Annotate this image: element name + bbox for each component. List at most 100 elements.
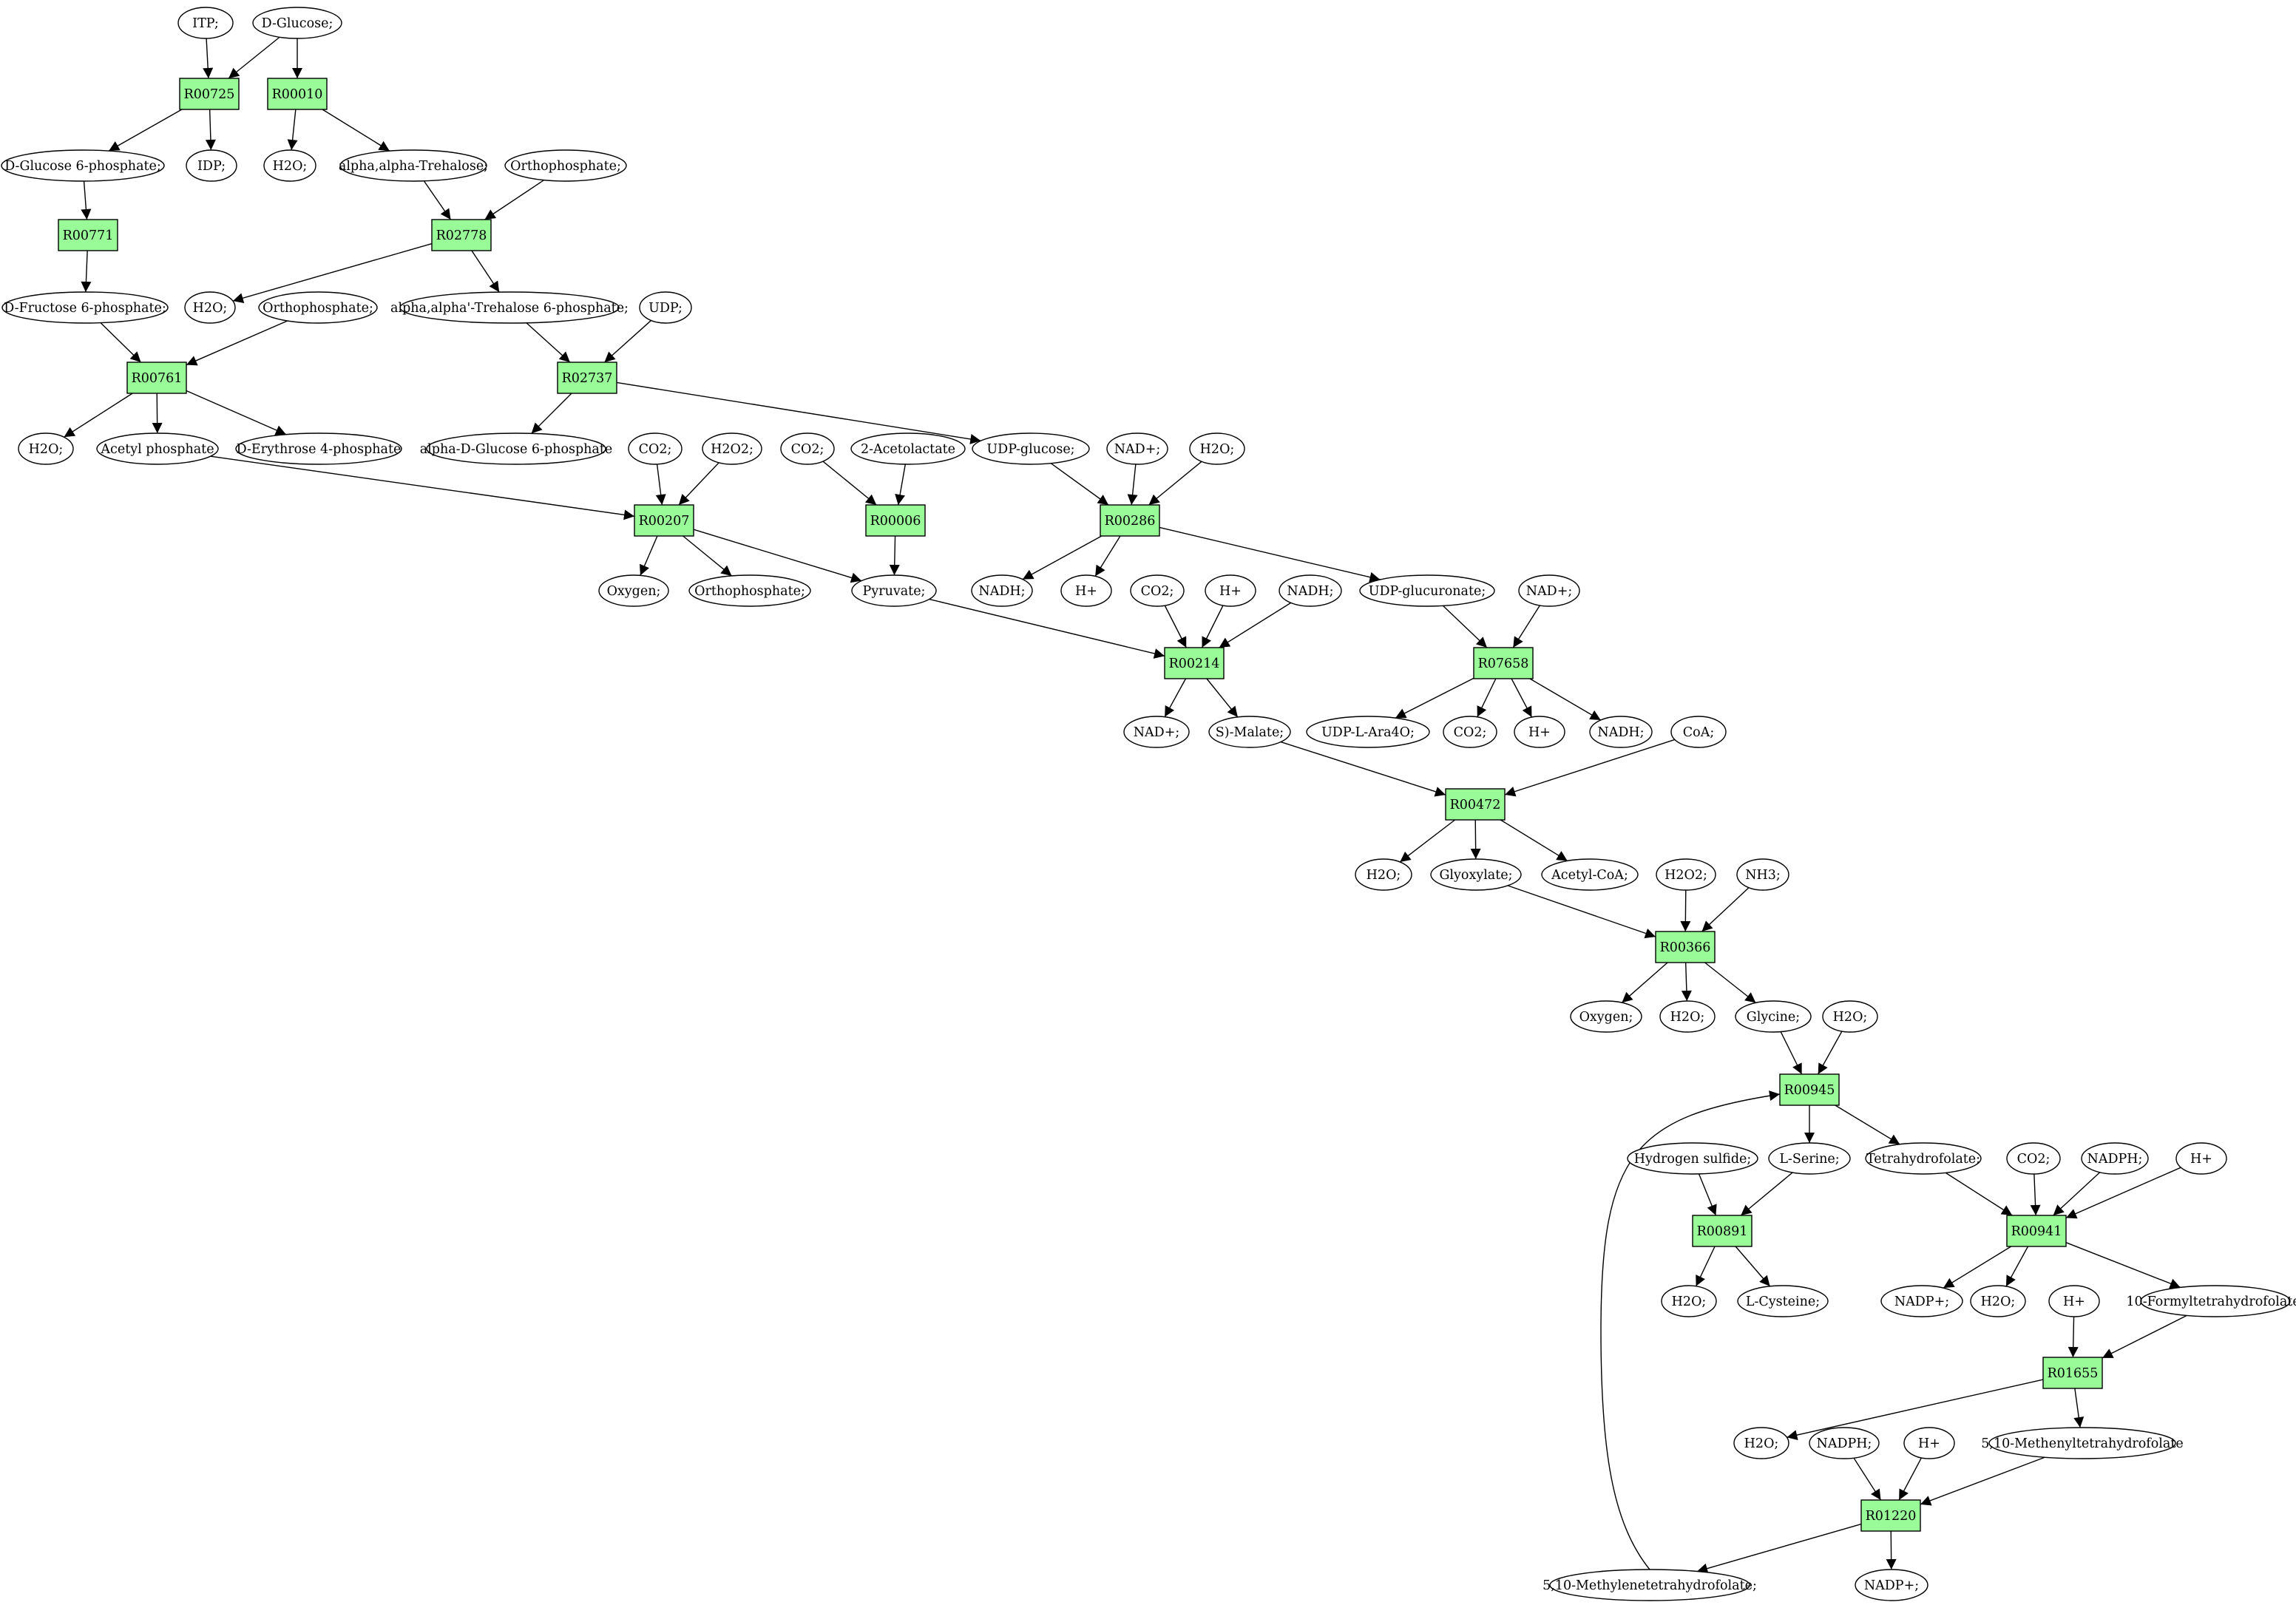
compound-h2o_10[interactable]: H2O; [1733, 1427, 1789, 1459]
compound-oxygen_2[interactable]: Oxygen; [1570, 1000, 1642, 1033]
edge-hplus_2-to-R00214 [1201, 605, 1224, 648]
compound-udpglucose[interactable]: UDP-glucose; [972, 432, 1090, 465]
compound-nadph_2[interactable]: NADPH; [1809, 1427, 1880, 1459]
compound-h2o_2[interactable]: H2O; [184, 291, 236, 324]
compound-dglucose[interactable]: D-Glucose; [252, 7, 342, 39]
compound-trehalose[interactable]: alpha,alpha-Trehalose; [339, 149, 488, 182]
compound-ellipse [177, 7, 234, 39]
compound-acetolactate[interactable]: 2-Acetolactate [850, 432, 966, 465]
edge-co2_2-to-R00006 [822, 461, 877, 506]
compound-h2o_5[interactable]: H2O; [1355, 858, 1412, 891]
compound-nadplus_3[interactable]: NAD+; [1123, 716, 1190, 748]
compound-hplus_4[interactable]: H+ [2175, 1142, 2227, 1175]
compound-udpara4o[interactable]: UDP-L-Ara4O; [1306, 716, 1430, 748]
reaction-R00010[interactable]: R00010 [267, 78, 328, 110]
compound-smalate[interactable]: S)-Malate; [1208, 716, 1291, 748]
compound-nh3[interactable]: NH3; [1736, 858, 1789, 891]
compound-label: ITP; [192, 16, 219, 31]
compound-nadph_1[interactable]: NADPH; [2081, 1142, 2149, 1175]
compound-h2o_7[interactable]: H2O; [1822, 1000, 1878, 1033]
reaction-label: R01220 [1866, 1509, 1917, 1524]
reaction-R00207[interactable]: R00207 [634, 504, 694, 537]
compound-orthophosphate_3[interactable]: Orthophosphate; [688, 574, 811, 607]
compound-h2o_9[interactable]: H2O; [1970, 1285, 2026, 1317]
compound-h2o_8[interactable]: H2O; [1661, 1285, 1717, 1317]
compound-dg6p[interactable]: D-Glucose 6-phosphate; [1, 149, 165, 182]
compound-udp[interactable]: UDP; [639, 291, 692, 324]
compound-co2_4[interactable]: CO2; [1443, 716, 1497, 748]
compound-orthophosphate_2[interactable]: Orthophosphate; [258, 291, 378, 324]
compound-lcysteine[interactable]: L-Cysteine; [1737, 1285, 1829, 1317]
compound-ellipse [1822, 1000, 1878, 1033]
reaction-R00941[interactable]: R00941 [2006, 1215, 2067, 1247]
compound-thf[interactable]: Tetrahydrofolate; [1865, 1142, 1982, 1175]
compound-h2o2_1[interactable]: H2O2; [702, 432, 762, 465]
compound-ellipse [426, 432, 606, 465]
reaction-label: R00010 [272, 87, 323, 102]
compound-t6p[interactable]: alpha,alpha'-Trehalose 6-phosphate; [390, 291, 629, 324]
compound-co2_3[interactable]: CO2; [1130, 574, 1185, 607]
compound-h2o_3[interactable]: H2O; [18, 432, 74, 465]
compound-ellipse [688, 574, 811, 607]
reaction-R00286[interactable]: R00286 [1100, 504, 1160, 537]
compound-ellipse [1060, 574, 1112, 607]
compound-glycine[interactable]: Glycine; [1735, 1000, 1812, 1033]
compound-h2o2_2[interactable]: H2O2; [1656, 858, 1716, 891]
compound-ag6p[interactable]: alpha-D-Glucose 6-phosphate [420, 432, 613, 465]
compound-ellipse [702, 432, 762, 465]
reaction-R00945[interactable]: R00945 [1779, 1073, 1840, 1106]
compound-nadplus_1[interactable]: NAD+; [1106, 432, 1168, 465]
compound-nadpplus_1[interactable]: NADP+; [1880, 1285, 1963, 1317]
compound-formylthf[interactable]: 10-Formyltetrahydrofolate; [2126, 1285, 2296, 1317]
reaction-R01655[interactable]: R01655 [2042, 1357, 2103, 1389]
reaction-R00725[interactable]: R00725 [179, 78, 240, 110]
compound-pyruvate[interactable]: Pyruvate; [851, 574, 937, 607]
reaction-R00214[interactable]: R00214 [1164, 647, 1225, 679]
compound-idp[interactable]: IDP; [186, 149, 237, 182]
compound-h2s[interactable]: Hydrogen sulfide; [1627, 1142, 1758, 1175]
compound-nadh_3[interactable]: NADH; [1589, 716, 1653, 748]
compound-nadplus_2[interactable]: NAD+; [1518, 574, 1580, 607]
compound-df6p[interactable]: D-Fructose 6-phosphate; [1, 291, 169, 324]
reaction-R00472[interactable]: R00472 [1445, 788, 1506, 821]
reaction-label: R00725 [184, 87, 235, 102]
compound-acetylcoa[interactable]: Acetyl-CoA; [1541, 858, 1639, 891]
compound-lserine[interactable]: L-Serine; [1768, 1142, 1851, 1175]
reaction-R07658[interactable]: R07658 [1473, 647, 1534, 679]
compound-hplus_2[interactable]: H+ [1205, 574, 1256, 607]
compound-udpglucuronate[interactable]: UDP-glucuronate; [1359, 574, 1495, 607]
reaction-R02778[interactable]: R02778 [431, 219, 492, 251]
reaction-label: R02737 [562, 371, 613, 386]
edge-R00761-to-h2o_3 [64, 393, 133, 438]
compound-co2_1[interactable]: CO2; [628, 432, 683, 465]
compound-co2_2[interactable]: CO2; [780, 432, 835, 465]
compound-nadpplus_2[interactable]: NADP+; [1855, 1569, 1928, 1601]
compound-co2_5[interactable]: CO2; [2006, 1142, 2061, 1175]
compound-glyoxylate[interactable]: Glyoxylate; [1430, 858, 1522, 891]
compound-coa[interactable]: CoA; [1670, 716, 1727, 748]
compound-acetylphosphate[interactable]: Acetyl phosphate [96, 432, 219, 465]
compound-orthophosphate_1[interactable]: Orthophosphate; [504, 149, 627, 182]
reaction-R00771[interactable]: R00771 [58, 219, 118, 251]
reaction-R02737[interactable]: R02737 [557, 362, 617, 394]
compound-hplus_1[interactable]: H+ [1060, 574, 1112, 607]
reaction-R00891[interactable]: R00891 [1692, 1215, 1753, 1247]
compound-h2o_6[interactable]: H2O; [1659, 1000, 1716, 1033]
compound-methenylthf[interactable]: 5,10-Methenyltetrahydrofolate [1981, 1427, 2184, 1459]
compound-label: 10-Formyltetrahydrofolate; [2126, 1294, 2296, 1309]
reaction-R01220[interactable]: R01220 [1860, 1499, 1921, 1532]
compound-oxygen_1[interactable]: Oxygen; [598, 574, 669, 607]
compound-hplus_3[interactable]: H+ [1514, 716, 1565, 748]
compound-nadh_2[interactable]: NADH; [1279, 574, 1342, 607]
compound-nadh_1[interactable]: NADH; [971, 574, 1033, 607]
reaction-R00761[interactable]: R00761 [126, 362, 187, 394]
reaction-R00366[interactable]: R00366 [1655, 931, 1716, 963]
compound-hplus_5[interactable]: H+ [2048, 1285, 2100, 1317]
compound-h2o_4[interactable]: H2O; [1189, 432, 1245, 465]
compound-e4p[interactable]: D-Erythrose 4-phosphate [235, 432, 402, 465]
compound-methylenethf[interactable]: 5,10-Methylenetetrahydrofolate; [1542, 1569, 1757, 1601]
compound-h2o_1[interactable]: H2O; [263, 149, 316, 182]
reaction-R00006[interactable]: R00006 [865, 504, 926, 537]
compound-hplus_6[interactable]: H+ [1903, 1427, 1955, 1459]
compound-itp[interactable]: ITP; [177, 7, 234, 39]
